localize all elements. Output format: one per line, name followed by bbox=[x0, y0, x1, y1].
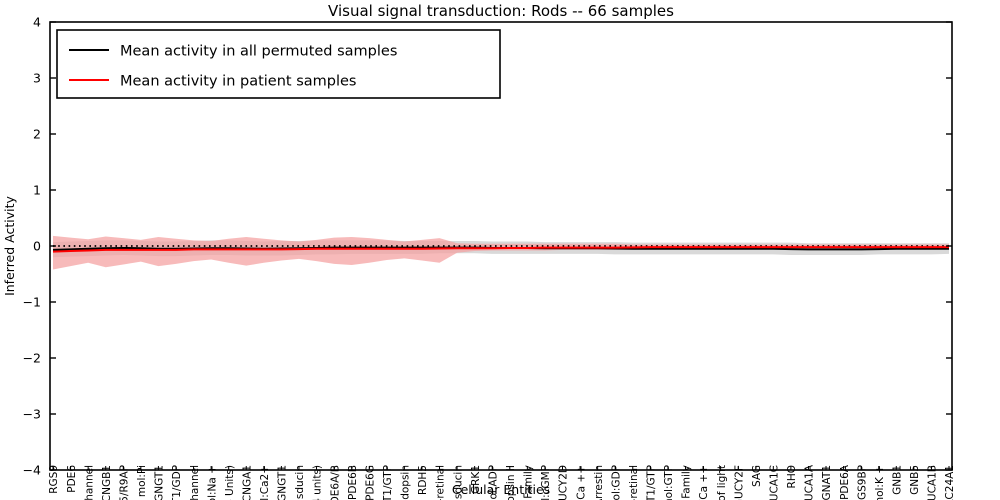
x-axis-title: Cellular Entities bbox=[452, 482, 550, 497]
x-tick-label: Transducin bbox=[294, 465, 306, 500]
x-tick-label: PDE6G bbox=[364, 465, 376, 500]
y-tick-label: −1 bbox=[23, 295, 41, 310]
x-tick-label: RGS9BP bbox=[856, 465, 868, 500]
x-tick-label: CNG Channel bbox=[83, 465, 95, 500]
x-tick-label: SLC24A1 bbox=[944, 465, 956, 500]
x-tick-label: mol:all-trans-retinal bbox=[628, 465, 640, 500]
x-tick-label: mol:Pi bbox=[136, 465, 148, 497]
y-tick-label: 2 bbox=[33, 127, 41, 142]
x-tick-label: mol:ADP bbox=[487, 465, 499, 500]
x-tick-label: mol:11-cis-retinal bbox=[435, 465, 447, 500]
x-tick-label: RGS9 bbox=[48, 465, 60, 494]
x-tick-label: RHO bbox=[786, 465, 798, 488]
x-tick-label: GNAT1/GDP bbox=[171, 465, 183, 500]
y-tick-label: 3 bbox=[33, 71, 41, 86]
x-tick-label: PDE6A bbox=[839, 464, 851, 500]
x-tick-label: GNB1/GNGT1 bbox=[277, 465, 289, 500]
x-tick-label: GC1/GCAP Family bbox=[523, 465, 535, 500]
x-tick-label: Metarhodopsin II bbox=[505, 465, 517, 500]
legend-label-patient: Mean activity in patient samples bbox=[120, 74, 356, 90]
x-tick-label: mol:GMP (4 units) bbox=[312, 465, 324, 500]
x-tick-label: Metarhodopsin II/Arrestin bbox=[593, 465, 605, 500]
y-tick-label: 0 bbox=[33, 239, 41, 254]
y-tick-label: 4 bbox=[33, 15, 41, 30]
x-tick-label: GNB5 bbox=[909, 465, 921, 495]
band-patient bbox=[53, 235, 949, 270]
x-tick-label: mol:GDP bbox=[610, 465, 622, 500]
axis-titles: Visual signal transduction: Rods -- 66 s… bbox=[2, 2, 674, 497]
y-tick-label: 1 bbox=[33, 183, 41, 198]
x-tick-label: GNAT1 bbox=[821, 465, 833, 500]
y-tick-label: −4 bbox=[23, 463, 41, 478]
x-tick-label: CNGA1 bbox=[241, 465, 253, 500]
legend-box[interactable] bbox=[56, 29, 501, 99]
x-tick-label: cGMP/CNG Channel bbox=[189, 465, 201, 500]
x-tick-label: GNAT1/GTP bbox=[646, 465, 658, 500]
line-patient bbox=[52, 246, 949, 253]
y-axis-ticks: −4 −3 −2 −1 0 1 2 3 4 bbox=[23, 15, 952, 478]
x-tick-label: Na + (4 Units) bbox=[224, 465, 236, 500]
x-tick-label: Metarhodopsin II/Transducin bbox=[452, 465, 464, 500]
x-tick-label: mol:GTP bbox=[663, 465, 675, 500]
x-tick-label: RDH5 bbox=[417, 465, 429, 495]
x-axis-ticks: RGS9 PDE6 CNG Channel CNGB1 RGS9-1/Gbeta5/R9… bbox=[48, 464, 956, 500]
x-tick-label: absorption of light bbox=[716, 465, 728, 500]
x-tick-label: GUCY2D bbox=[558, 465, 570, 500]
y-axis-title: Inferred Activity bbox=[2, 195, 17, 295]
y-tick-label: −2 bbox=[23, 351, 41, 366]
x-tick-label: RGS9-1/Gbeta5/R9AP bbox=[118, 465, 130, 500]
x-tick-label: GUCY2F bbox=[733, 465, 745, 500]
x-tick-label: PDE6G/GNAT1/GTP bbox=[382, 465, 394, 500]
x-tick-label: GCAP Family/Ca ++ bbox=[698, 465, 710, 500]
x-tick-label: SAG bbox=[751, 465, 763, 487]
x-tick-label: PDE6B bbox=[347, 465, 359, 500]
y-tick-label: −3 bbox=[23, 407, 41, 422]
x-tick-label: GUCA1B bbox=[927, 465, 939, 500]
chart-title: Visual signal transduction: Rods -- 66 s… bbox=[328, 2, 674, 20]
x-tick-label: GNB1 bbox=[891, 465, 903, 495]
x-tick-label: mol:Ca ++ bbox=[575, 465, 587, 500]
x-tick-label: mol:Na + bbox=[206, 465, 218, 500]
x-tick-label: mol:K + bbox=[874, 465, 886, 500]
x-tick-label: GUCA1C bbox=[769, 465, 781, 500]
chart-legend[interactable]: Mean activity in all permuted samplesMea… bbox=[56, 29, 501, 99]
x-tick-label: GRK1 bbox=[470, 465, 482, 494]
x-tick-label: mol:cGMP bbox=[540, 465, 552, 500]
x-tick-label: GNGT1 bbox=[154, 465, 166, 500]
x-tick-label: PDE6A/B bbox=[329, 465, 341, 500]
x-tick-label: GC2/GCAP Family bbox=[681, 465, 693, 500]
x-tick-label: CNGB1 bbox=[101, 465, 113, 500]
x-tick-label: mol:Ca2+ bbox=[259, 465, 271, 500]
series-lines bbox=[52, 246, 949, 253]
x-tick-label: GUCA1A bbox=[804, 464, 816, 500]
x-tick-label: PDE6 bbox=[66, 465, 78, 493]
legend-label-permuted: Mean activity in all permuted samples bbox=[120, 44, 397, 60]
x-tick-label: Rhodopsin bbox=[400, 465, 412, 500]
